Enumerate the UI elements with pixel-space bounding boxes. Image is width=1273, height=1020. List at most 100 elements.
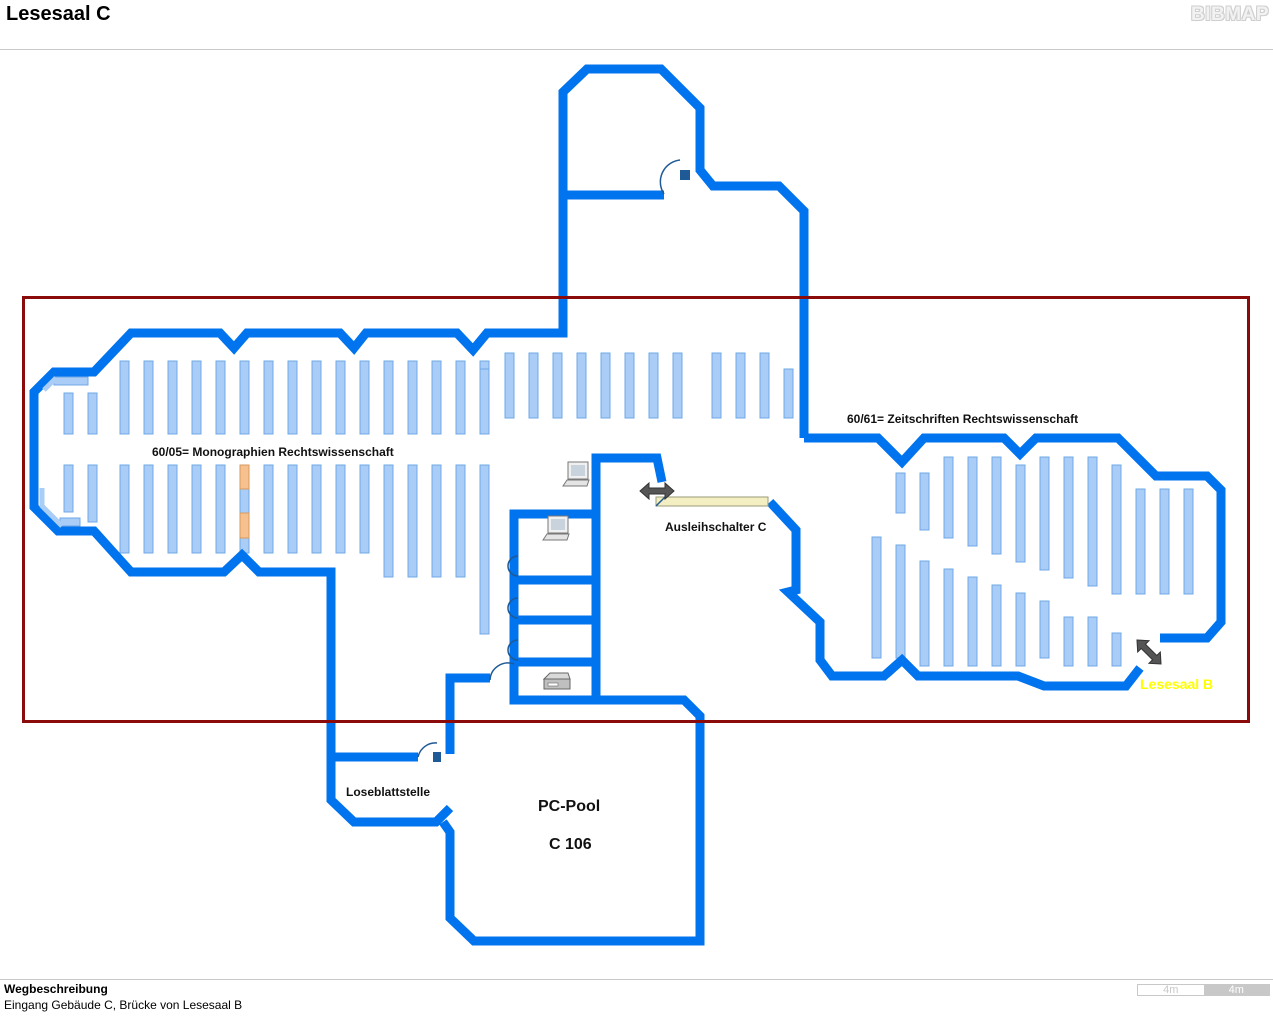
door-jamb: [680, 170, 690, 180]
shelf: [191, 360, 202, 435]
shelf: [783, 368, 794, 419]
pc-icon: [562, 461, 590, 487]
direction-arrow-icon[interactable]: [1131, 634, 1166, 669]
walls: [29, 64, 1226, 946]
journals-label: 60/61= Zeitschriften Rechtswissenschaft: [847, 412, 1078, 426]
route-text: Eingang Gebäude C, Brücke von Lesesaal B: [4, 998, 243, 1012]
shelf: [311, 464, 322, 554]
shelf: [407, 464, 418, 578]
shelf: [1111, 632, 1122, 667]
wall-fixture: [53, 376, 89, 386]
loose-leaf-label: Loseblattstelle: [346, 785, 430, 799]
pc-pool-label: PC-Pool: [538, 798, 600, 815]
shelf: [1015, 592, 1026, 667]
shelf: [359, 360, 370, 435]
shelf: [759, 352, 770, 419]
shelf: [143, 360, 154, 435]
route-heading: Wegbeschreibung: [4, 982, 108, 996]
shelf: [479, 464, 490, 635]
shelf: [87, 392, 98, 435]
pc-icon: [542, 515, 570, 541]
shelf: [335, 360, 346, 435]
shelf: [311, 360, 322, 435]
shelf: [287, 464, 298, 554]
shelf: [919, 560, 930, 667]
shelf: [735, 352, 746, 419]
lending-counter: [655, 496, 769, 507]
wall-desk: [766, 498, 1144, 691]
shelf: [63, 464, 74, 513]
shelf: [1135, 488, 1146, 595]
shelf: [191, 464, 202, 554]
bibmap-logo: BIBMAP: [1191, 4, 1269, 25]
shelf: [1087, 456, 1098, 587]
shelf: [672, 352, 683, 419]
shelf: [167, 464, 178, 554]
door-loose-leaf[interactable]: [417, 742, 438, 758]
shelf: [431, 464, 442, 578]
shelf: [263, 360, 274, 435]
shelf: [239, 360, 250, 435]
shelf: [359, 464, 370, 554]
shelf: [1087, 616, 1098, 667]
shelf: [455, 360, 466, 435]
wall-pc-pool: [445, 673, 490, 754]
door-tower[interactable]: [659, 159, 681, 195]
shelf: [919, 472, 930, 531]
shelf: [871, 536, 882, 659]
shelf: [648, 352, 659, 419]
shelf: [624, 352, 635, 419]
shelf: [215, 464, 226, 554]
shelf: [943, 568, 954, 667]
shelf: [335, 464, 346, 554]
shelf: [383, 464, 394, 578]
scale-segment: 4m: [1203, 985, 1269, 996]
shelf: [431, 360, 442, 435]
monographs-label: 60/05= Monographien Rechtswissenschaft: [152, 445, 394, 459]
wall-tower: [558, 64, 809, 438]
wall-fixture: [42, 376, 58, 392]
shelf: [991, 584, 1002, 667]
door-room-2[interactable]: [507, 597, 519, 619]
shelf: [504, 352, 515, 419]
shelf: [407, 360, 418, 435]
door-jamb: [433, 752, 441, 762]
direction-arrow-icon[interactable]: [639, 481, 675, 501]
shelf: [600, 352, 611, 419]
wall-pc-pool-body: [439, 509, 705, 946]
shelf: [991, 456, 1002, 555]
shelf: [1039, 600, 1050, 659]
shelf: [215, 360, 226, 435]
floor-map[interactable]: 60/05= Monographien Rechtswissenschaft 6…: [0, 50, 1273, 978]
wall-main-top: [29, 328, 568, 827]
shelf: [455, 464, 466, 578]
exit-label[interactable]: Lesesaal B: [1140, 676, 1213, 692]
scale-segment: 4m: [1163, 984, 1179, 996]
shelf: [895, 472, 906, 514]
shelf: [576, 352, 587, 419]
shelf-highlighted[interactable]: [239, 464, 250, 490]
shelf: [63, 392, 74, 435]
shelf: [119, 360, 130, 435]
door-room-3[interactable]: [507, 639, 519, 661]
shelf: [1183, 488, 1194, 595]
wall-fixture: [39, 488, 64, 528]
shelf: [967, 576, 978, 667]
wall-rooms-spine: [591, 453, 667, 700]
shelf: [1063, 616, 1074, 667]
shelf-group: [63, 352, 1194, 667]
wall-journals: [804, 433, 1226, 643]
door-room-1[interactable]: [507, 555, 519, 577]
shelf: [167, 360, 178, 435]
shelf: [1111, 464, 1122, 595]
shelf: [943, 456, 954, 539]
shelf: [119, 464, 130, 554]
door-pc-pool[interactable]: [489, 662, 515, 681]
shelf: [383, 360, 394, 435]
shelf: [479, 368, 490, 435]
shelf: [287, 360, 298, 435]
reading-room-highlight: [22, 296, 1250, 723]
shelf-highlighted[interactable]: [239, 512, 250, 539]
footer: Wegbeschreibung Eingang Gebäude C, Brück…: [0, 979, 1273, 1020]
page-title: Lesesaal C: [6, 3, 111, 25]
